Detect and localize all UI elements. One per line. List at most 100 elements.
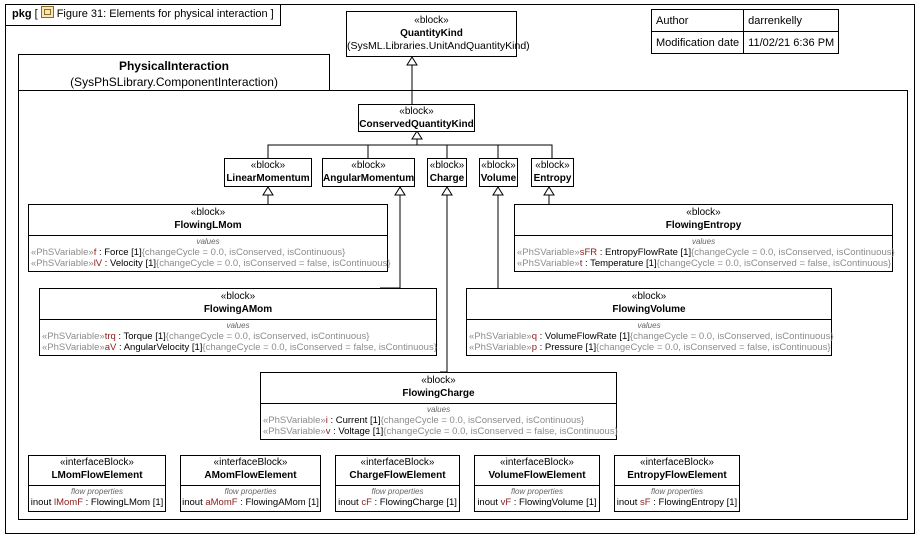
flow-direction: inout: [477, 497, 501, 508]
block-charge[interactable]: «block» Charge: [427, 158, 467, 187]
info-value: darrenkelly: [743, 9, 840, 32]
arrowhead-icon: [441, 186, 453, 196]
flow-property[interactable]: inout vF : FlowingVolume [1]: [475, 497, 599, 508]
interface-block-amom[interactable]: «interfaceBlock» AMomFlowElement flow pr…: [180, 455, 321, 512]
block-name: Volume: [480, 173, 517, 184]
property-name: aV: [104, 342, 117, 353]
value-property[interactable]: «PhSVariable»f : Force [1]{changeCycle =…: [29, 247, 387, 258]
flow-property[interactable]: inout aMomF : FlowingAMom [1]: [181, 497, 320, 508]
compartment-title: flow properties: [70, 487, 124, 496]
interface-block-entropy[interactable]: «interfaceBlock» EntropyFlowElement flow…: [614, 455, 740, 512]
block-flowing-amom[interactable]: «block» FlowingAMom values «PhSVariable»…: [39, 288, 437, 356]
flow-property[interactable]: inout cF : FlowingCharge [1]: [336, 497, 459, 508]
block-linear-momentum[interactable]: «block» LinearMomentum: [224, 158, 312, 187]
value-property[interactable]: «PhSVariable»v : Voltage [1]{changeCycle…: [261, 426, 618, 437]
interface-block-lmom[interactable]: «interfaceBlock» LMomFlowElement flow pr…: [28, 455, 166, 512]
flow-properties-compartment: flow properties inout lMomF : FlowingLMo…: [29, 485, 165, 508]
block-stereotype: «block»: [481, 160, 516, 171]
info-row-modified: Modification date 11/02/21 6:36 PM: [650, 31, 840, 54]
block-flowing-charge[interactable]: «block» FlowingCharge values «PhSVariabl…: [260, 372, 618, 440]
block-name: QuantityKind: [400, 28, 463, 39]
values-compartment: values «PhSVariable»sFR : EntropyFlowRat…: [515, 235, 895, 269]
value-property[interactable]: «PhSVariable»p : Pressure [1]{changeCycl…: [467, 342, 831, 353]
property-constraint: {changeCycle = 0.0, isConserved, isConti…: [691, 247, 895, 258]
block-stereotype: «interfaceBlock»: [60, 457, 134, 468]
value-property[interactable]: «PhSVariable»lV : Velocity [1]{changeCyc…: [29, 258, 391, 269]
block-stereotype: «block»: [429, 160, 465, 171]
value-property[interactable]: «PhSVariable»sFR : EntropyFlowRate [1]{c…: [515, 247, 895, 258]
generalization-line: [440, 194, 448, 373]
property-name: q: [531, 331, 537, 342]
compartment-title: values: [691, 237, 716, 246]
property-stereotype: «PhSVariable»: [469, 342, 532, 353]
block-stereotype: «block»: [399, 106, 434, 117]
compartment-title: values: [226, 321, 250, 330]
property-name: t: [579, 258, 583, 269]
flow-direction: inout: [30, 497, 54, 508]
flow-properties-compartment: flow properties inout vF : FlowingVolume…: [475, 485, 599, 508]
package-qualified-name: (SysPhSLibrary.ComponentInteraction): [70, 75, 278, 89]
values-compartment: values «PhSVariable»trq : Torque [1]{cha…: [40, 319, 437, 353]
value-property[interactable]: «PhSVariable»aV : AngularVelocity [1]{ch…: [40, 342, 437, 353]
block-conserved-quantity-kind[interactable]: «block» ConservedQuantityKind: [358, 104, 475, 132]
block-name: VolumeFlowElement: [488, 470, 586, 481]
value-property[interactable]: «PhSVariable»q : VolumeFlowRate [1]{chan…: [467, 331, 834, 342]
block-stereotype: «block»: [535, 160, 570, 171]
block-name: FlowingLMom: [174, 220, 242, 231]
property-type: : Velocity [1]: [102, 258, 157, 269]
property-type: : FlowingEntropy [1]: [650, 497, 738, 508]
property-name: lV: [93, 258, 103, 269]
block-angular-momentum[interactable]: «block» AngularMomentum: [322, 158, 415, 187]
block-flowing-entropy[interactable]: «block» FlowingEntropy values «PhSVariab…: [514, 204, 895, 272]
interface-block-charge[interactable]: «interfaceBlock» ChargeFlowElement flow …: [335, 455, 460, 512]
property-constraint: {changeCycle = 0.0, isConserved = false,…: [202, 342, 437, 353]
property-stereotype: «PhSVariable»: [263, 426, 326, 437]
arrowhead-icon: [406, 56, 418, 66]
info-row-author: Author darrenkelly: [650, 9, 840, 32]
property-constraint: {changeCycle = 0.0, isConserved, isConti…: [380, 415, 585, 426]
block-quantity-kind[interactable]: «block» QuantityKind (SysML.Libraries.Un…: [346, 11, 530, 57]
value-property[interactable]: «PhSVariable»trq : Torque [1]{changeCycl…: [40, 331, 436, 342]
block-name: FlowingAMom: [203, 304, 273, 315]
compartment-title: flow properties: [650, 487, 704, 496]
property-constraint: {changeCycle = 0.0, isConserved = false,…: [156, 258, 391, 269]
block-stereotype: «block»: [250, 160, 286, 171]
property-type: : Current [1]: [327, 415, 381, 426]
block-name: AMomFlowElement: [204, 470, 297, 481]
value-property[interactable]: «PhSVariable»t : Temperature [1]{changeC…: [515, 258, 892, 269]
property-constraint: {changeCycle = 0.0, isConserved, isConti…: [165, 331, 370, 342]
interface-block-volume[interactable]: «interfaceBlock» VolumeFlowElement flow …: [474, 455, 600, 512]
block-flowing-volume[interactable]: «block» FlowingVolume values «PhSVariabl…: [466, 288, 834, 356]
compartment-title: flow properties: [371, 487, 424, 496]
flow-property[interactable]: inout lMomF : FlowingLMom [1]: [29, 497, 165, 508]
property-name: sFR: [579, 247, 598, 258]
block-entropy[interactable]: «block» Entropy: [531, 158, 574, 187]
property-stereotype: «PhSVariable»: [517, 247, 580, 258]
property-stereotype: «PhSVariable»: [469, 331, 532, 342]
property-type: : FlowingLMom [1]: [83, 497, 164, 508]
property-constraint: {changeCycle = 0.0, isConserved, isConti…: [141, 247, 346, 258]
frame-kind: pkg: [12, 8, 32, 20]
property-name: f: [93, 247, 97, 258]
flow-direction: inout: [182, 497, 206, 508]
property-type: : Pressure [1]: [536, 342, 597, 353]
property-type: : Voltage [1]: [330, 426, 384, 437]
block-flowing-lmom[interactable]: «block» FlowingLMom values «PhSVariable»…: [28, 204, 391, 272]
property-name: aMomF: [205, 497, 238, 508]
block-name: AngularMomentum: [323, 173, 415, 184]
values-compartment: values «PhSVariable»f : Force [1]{change…: [29, 235, 391, 269]
compartment-title: flow properties: [224, 487, 277, 496]
block-name: ConservedQuantityKind: [359, 119, 474, 130]
value-property[interactable]: «PhSVariable»i : Current [1]{changeCycle…: [261, 415, 616, 426]
flow-properties-compartment: flow properties inout aMomF : FlowingAMo…: [181, 485, 320, 508]
property-stereotype: «PhSVariable»: [42, 331, 105, 342]
flow-property[interactable]: inout sF : FlowingEntropy [1]: [615, 497, 739, 508]
block-name: FlowingCharge: [402, 388, 475, 399]
flow-properties-compartment: flow properties inout sF : FlowingEntrop…: [615, 485, 739, 508]
property-constraint: {changeCycle = 0.0, isConserved = false,…: [383, 426, 618, 437]
block-stereotype: «interfaceBlock»: [500, 457, 574, 468]
property-type: : FlowingCharge [1]: [371, 497, 457, 508]
block-volume[interactable]: «block» Volume: [479, 158, 518, 187]
block-name: FlowingEntropy: [665, 220, 742, 231]
package-tab[interactable]: PhysicalInteraction (SysPhSLibrary.Compo…: [18, 54, 330, 91]
